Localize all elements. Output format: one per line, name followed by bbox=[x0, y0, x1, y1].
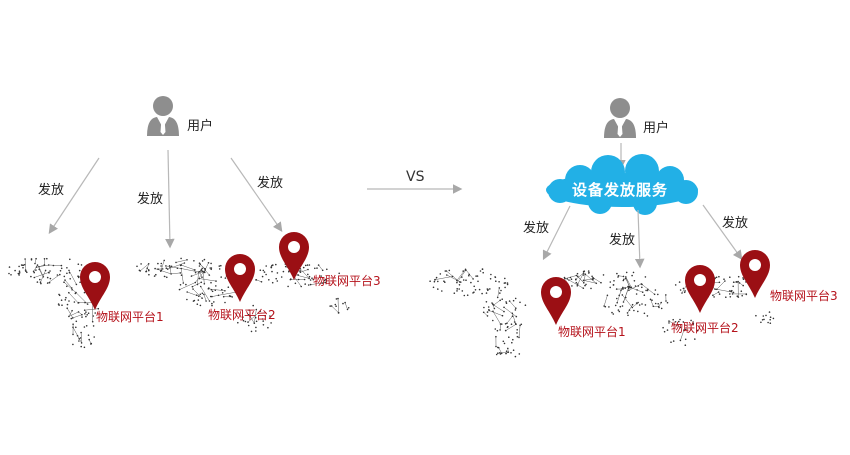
left-pin-2-icon bbox=[225, 254, 255, 302]
left-user-icon bbox=[147, 96, 179, 136]
left-pin-3-icon bbox=[279, 232, 309, 280]
right-pin-2-icon bbox=[685, 265, 715, 313]
service-label: 设备发放服务 bbox=[572, 181, 669, 199]
right-arrow-2 bbox=[634, 209, 645, 269]
right-user-icon bbox=[604, 98, 636, 138]
right-platform-label-2: 物联网平台2 bbox=[671, 321, 739, 335]
right-arrow-label-3: 发放 bbox=[722, 216, 749, 231]
right-pin-3-icon bbox=[740, 250, 770, 298]
left-platform-label-3: 物联网平台3 bbox=[313, 274, 381, 288]
left-user-label: 用户 bbox=[187, 119, 214, 134]
vs-label: VS bbox=[406, 169, 425, 185]
left-arrow-1 bbox=[48, 157, 100, 235]
right-user-label: 用户 bbox=[643, 121, 670, 136]
right-arrow-3 bbox=[702, 204, 743, 260]
left-arrow-label-1: 发放 bbox=[38, 183, 65, 198]
right-world-map bbox=[429, 268, 775, 358]
right-platform-label-1: 物联网平台1 bbox=[558, 325, 626, 339]
left-arrow-2 bbox=[165, 149, 175, 249]
left-arrow-label-2: 发放 bbox=[137, 192, 164, 207]
service-cloud-icon bbox=[546, 154, 698, 215]
left-platform-label-1: 物联网平台1 bbox=[96, 310, 164, 324]
right-arrow-label-1: 发放 bbox=[523, 221, 550, 236]
left-arrow-label-3: 发放 bbox=[257, 176, 284, 191]
right-pin-1-icon bbox=[541, 277, 571, 325]
right-arrow-1 bbox=[542, 205, 571, 261]
right-platform-label-3: 物联网平台3 bbox=[770, 289, 838, 303]
left-platform-label-2: 物联网平台2 bbox=[208, 308, 276, 322]
left-arrow-3 bbox=[230, 157, 283, 232]
right-arrow-label-2: 发放 bbox=[609, 233, 636, 248]
left-pin-1-icon bbox=[80, 262, 110, 310]
